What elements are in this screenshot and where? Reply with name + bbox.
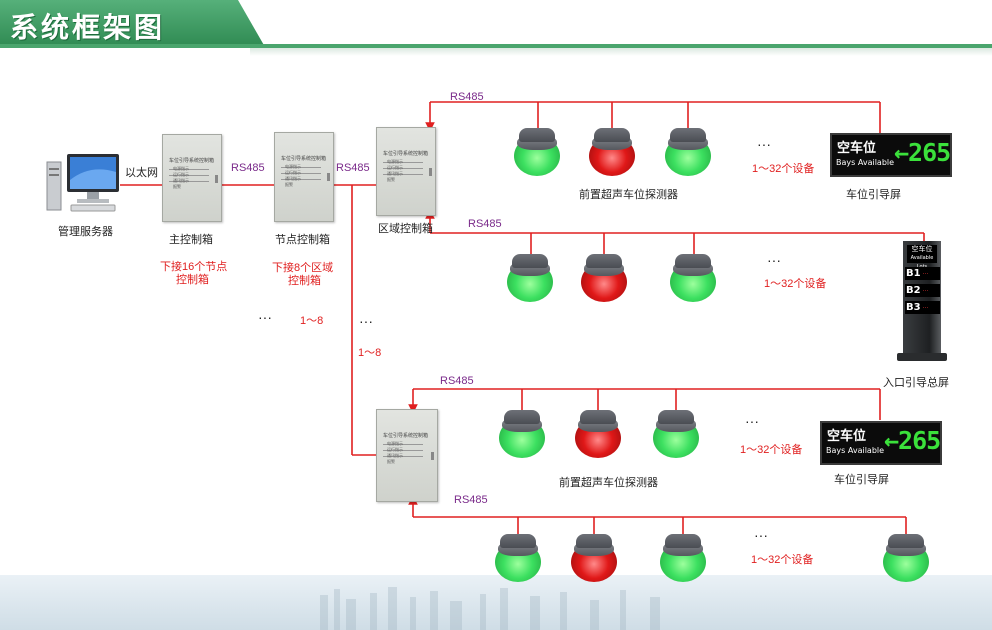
ellipsis-row4: ··· bbox=[754, 527, 768, 543]
node-box-note-2: 控制箱 bbox=[288, 275, 321, 287]
range-1-8-a: 1～8 bbox=[300, 315, 324, 327]
box-indicator-label: 运行指示 bbox=[285, 170, 301, 175]
node-box-label: 节点控制箱 bbox=[275, 234, 330, 246]
ethernet-label: 以太网 bbox=[125, 167, 158, 179]
zone-box-label: 区域控制箱 bbox=[378, 223, 433, 235]
zone-control-box-1: 车位引导系统控制箱 电源指示运行指示通讯指示报警 bbox=[376, 127, 436, 216]
main-control-box: 车位引导系统控制箱 电源指示运行指示通讯指示报警 bbox=[162, 134, 222, 222]
rs485-label-1: RS485 bbox=[231, 162, 265, 174]
box-indicator-label: 电源指示 bbox=[173, 166, 189, 171]
box-indicator-label: 报警 bbox=[387, 459, 395, 464]
box-indicator-label: 运行指示 bbox=[387, 165, 403, 170]
ellipsis-2: ··· bbox=[359, 313, 373, 329]
rs485-label-bus3: RS485 bbox=[440, 375, 474, 387]
background-skyline bbox=[320, 587, 660, 630]
detector-red bbox=[589, 128, 635, 180]
server-label: 管理服务器 bbox=[58, 226, 113, 238]
main-box-note-1: 下接16个节点 bbox=[160, 261, 228, 273]
box-indicator-label: 通讯指示 bbox=[285, 176, 301, 181]
detector-green bbox=[507, 254, 553, 306]
box-indicator-label: 通讯指示 bbox=[387, 171, 403, 176]
detector-green bbox=[883, 534, 929, 586]
node-control-box: 车位引导系统控制箱 电源指示运行指示通讯指示报警 bbox=[274, 132, 334, 222]
ellipsis-row1: ··· bbox=[757, 136, 771, 152]
device-range-2: 1～32个设备 bbox=[764, 278, 827, 290]
guide-screen-1: 空车位 Bays Available ←265 bbox=[830, 133, 952, 177]
detector-label-1: 前置超声车位探测器 bbox=[579, 189, 678, 201]
rs485-label-bus1: RS485 bbox=[450, 91, 484, 103]
box-indicator-label: 电源指示 bbox=[285, 164, 301, 169]
guide-screen-label-1: 车位引导屏 bbox=[846, 189, 901, 201]
detector-green bbox=[499, 410, 545, 462]
detector-green bbox=[653, 410, 699, 462]
header-shadow bbox=[250, 48, 992, 56]
box-indicator-label: 报警 bbox=[387, 177, 395, 182]
header-divider bbox=[0, 44, 992, 48]
page-title: 系统框架图 bbox=[10, 11, 166, 44]
range-1-8-b: 1～8 bbox=[358, 347, 382, 359]
detector-red bbox=[575, 410, 621, 462]
device-range-1: 1～32个设备 bbox=[752, 163, 815, 175]
box-indicator-label: 通讯指示 bbox=[173, 178, 189, 183]
entrance-screen-label: 入口引导总屏 bbox=[883, 377, 949, 389]
detector-green bbox=[660, 534, 706, 586]
rs485-label-bus4: RS485 bbox=[454, 494, 488, 506]
detector-label-2: 前置超声车位探测器 bbox=[559, 477, 658, 489]
box-indicator-label: 报警 bbox=[173, 184, 181, 189]
detector-green bbox=[495, 534, 541, 586]
main-box-label: 主控制箱 bbox=[169, 234, 213, 246]
box-indicator-label: 通讯指示 bbox=[387, 453, 403, 458]
detector-red bbox=[571, 534, 617, 586]
box-indicator-label: 电源指示 bbox=[387, 441, 403, 446]
ellipsis-1: ··· bbox=[258, 309, 272, 325]
main-box-note-2: 控制箱 bbox=[176, 274, 209, 286]
detector-green bbox=[514, 128, 560, 180]
header-banner bbox=[0, 0, 265, 47]
ellipsis-row2: ··· bbox=[767, 252, 781, 268]
rs485-label-bus2: RS485 bbox=[468, 218, 502, 230]
device-range-4: 1～32个设备 bbox=[751, 554, 814, 566]
box-indicator-label: 电源指示 bbox=[387, 159, 403, 164]
node-box-note-1: 下接8个区域 bbox=[272, 262, 334, 274]
background-footer bbox=[0, 575, 992, 630]
zone-control-box-2: 车位引导系统控制箱 电源指示运行指示通讯指示报警 bbox=[376, 409, 438, 502]
guide-screen-label-2: 车位引导屏 bbox=[834, 474, 889, 486]
detector-red bbox=[581, 254, 627, 306]
box-indicator-label: 运行指示 bbox=[387, 447, 403, 452]
box-indicator-label: 报警 bbox=[285, 182, 293, 187]
ellipsis-row3: ··· bbox=[745, 413, 759, 429]
box-indicator-label: 运行指示 bbox=[173, 172, 189, 177]
rs485-label-2: RS485 bbox=[336, 162, 370, 174]
server-computer-icon bbox=[46, 154, 119, 212]
guide-screen-2: 空车位 Bays Available ←265 bbox=[820, 421, 942, 465]
detector-green bbox=[665, 128, 711, 180]
device-range-3: 1～32个设备 bbox=[740, 444, 803, 456]
detector-green bbox=[670, 254, 716, 306]
